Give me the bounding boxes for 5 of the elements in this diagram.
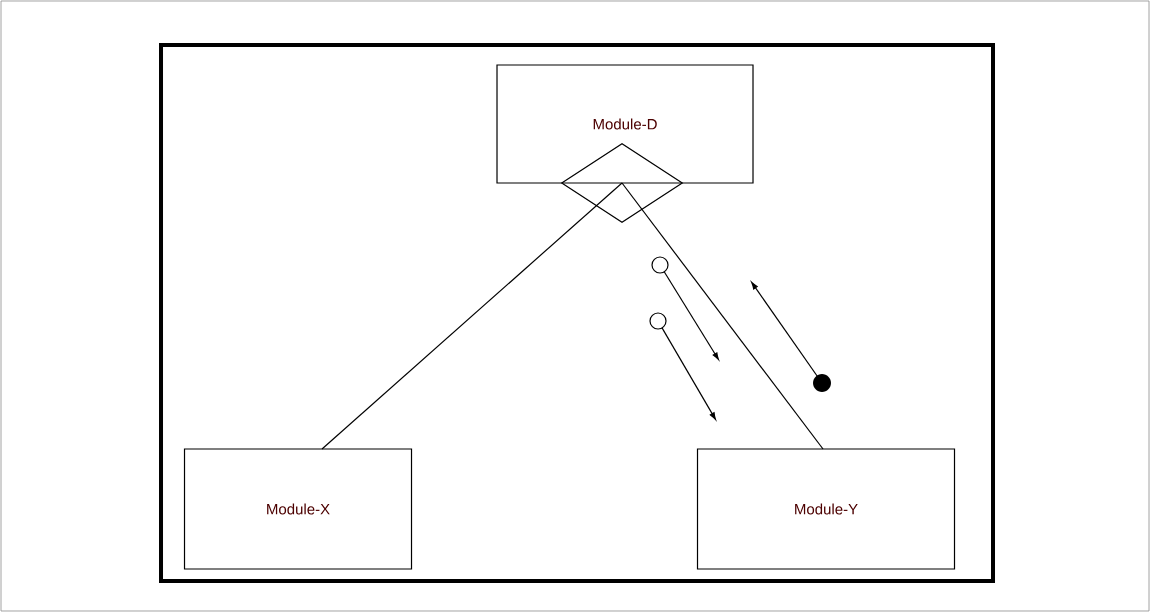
module-box: Module-Y bbox=[696, 448, 956, 570]
module-box: Module-X bbox=[183, 448, 413, 570]
module-box: Module-D bbox=[496, 64, 754, 184]
connector-line bbox=[321, 182, 623, 450]
connector-line bbox=[621, 182, 824, 450]
